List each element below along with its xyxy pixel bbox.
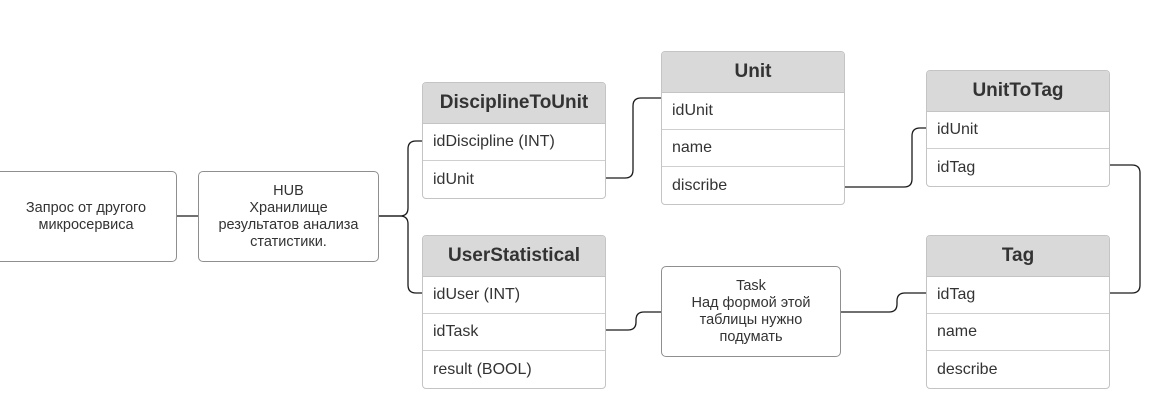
hub-box[interactable]: HUB Хранилище результатов анализа статис… bbox=[198, 171, 379, 262]
connector-task-to-tag bbox=[841, 292, 927, 313]
table-field: name bbox=[927, 314, 1109, 351]
connector-hub-to-user-statistical bbox=[379, 215, 423, 294]
table-title: UserStatistical bbox=[423, 236, 605, 277]
connector-discipline-to-unit-to-unit bbox=[606, 97, 662, 179]
table-field: discribe bbox=[672, 176, 728, 194]
table-discipline-to-unit[interactable]: DisciplineToUnit idDiscipline (INT) idUn… bbox=[422, 82, 606, 199]
task-box[interactable]: Task Над формой этой таблицы нужно подум… bbox=[661, 266, 841, 357]
table-title: DisciplineToUnit bbox=[423, 83, 605, 124]
connector-user-statistical-to-task bbox=[606, 311, 662, 331]
table-field: idUser (INT) bbox=[423, 277, 605, 314]
table-field: idTask bbox=[423, 314, 605, 351]
table-field: idUnit bbox=[433, 170, 474, 188]
request-box[interactable]: Запрос от другого микросервиса bbox=[0, 171, 177, 262]
table-title: UnitToTag bbox=[927, 71, 1109, 112]
table-unit[interactable]: Unit idUnit name discribe bbox=[661, 51, 845, 205]
table-user-statistical[interactable]: UserStatistical idUser (INT) idTask resu… bbox=[422, 235, 606, 389]
table-field: idTag bbox=[927, 277, 1109, 314]
table-field: idUnit bbox=[927, 112, 1109, 149]
connector-unit-to-tag-to-tag bbox=[1110, 164, 1141, 294]
request-box-text: Запрос от другого микросервиса bbox=[25, 199, 147, 233]
table-field: idTag bbox=[937, 158, 976, 176]
table-field: name bbox=[662, 130, 844, 167]
table-unit-to-tag[interactable]: UnitToTag idUnit idTag bbox=[926, 70, 1110, 187]
table-tag[interactable]: Tag idTag name describe bbox=[926, 235, 1110, 389]
table-title: Tag bbox=[927, 236, 1109, 277]
connector-unit-to-unit-to-tag bbox=[845, 127, 927, 188]
table-field: describe bbox=[937, 360, 998, 378]
hub-box-text: HUB Хранилище результатов анализа статис… bbox=[218, 182, 359, 250]
task-box-text: Task Над формой этой таблицы нужно подум… bbox=[691, 277, 811, 345]
table-field: result (BOOL) bbox=[433, 360, 532, 378]
table-field: idDiscipline (INT) bbox=[423, 124, 605, 161]
connector-hub-to-discipline-to-unit bbox=[379, 140, 423, 217]
table-title: Unit bbox=[662, 52, 844, 93]
table-field: idUnit bbox=[662, 93, 844, 130]
